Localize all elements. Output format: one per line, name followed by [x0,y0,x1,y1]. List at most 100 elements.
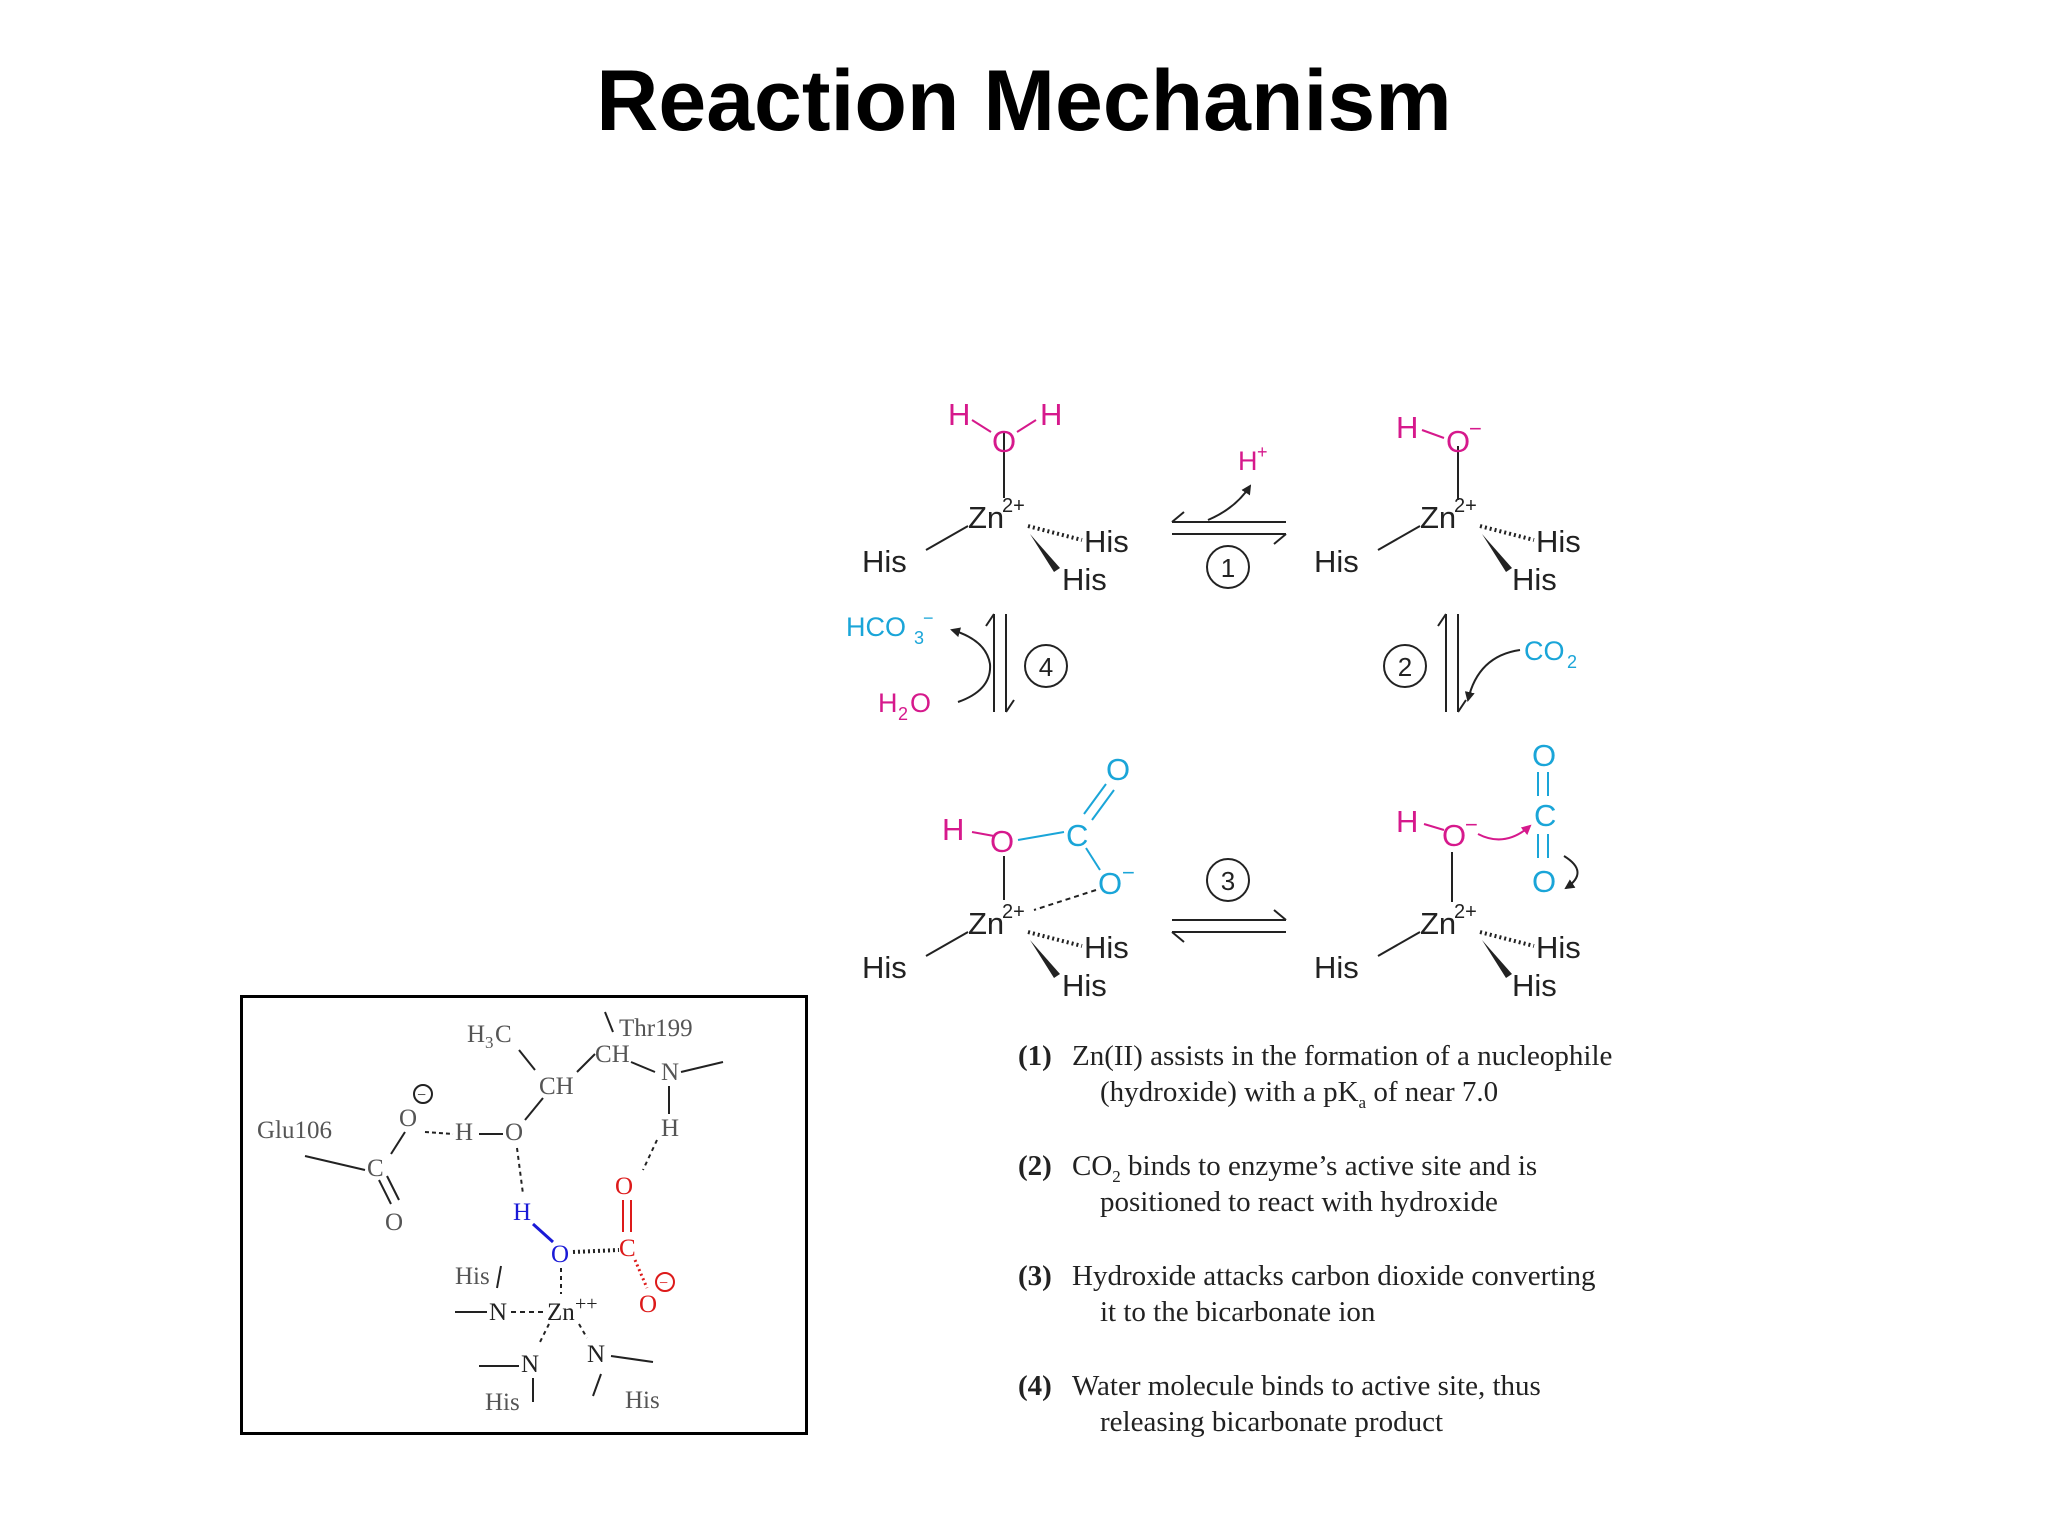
zinc-charge: 2+ [1454,495,1477,517]
bicarb-o-anion: O [1098,866,1122,901]
note-number: (3) [1018,1260,1052,1292]
step-notes: (1) Zn(II) assists in the formation of a… [1018,1040,1778,1480]
his-ligand-left: His [862,544,907,579]
zinc-label: Zn [547,1299,575,1326]
thr-oh-h: H [455,1119,473,1146]
his-label-c: His [625,1387,660,1414]
his-ligand-bottom: His [1062,968,1107,1003]
zinc-charge: 2+ [1002,901,1025,923]
step-4-equilibrium: HCO 3 − H 2 O 4 [846,608,1068,724]
note-line-2: positioned to react with hydroxide [1100,1186,1498,1218]
co2-c: C [619,1235,636,1262]
his-n-a: N [489,1299,507,1326]
glu-c: C [367,1155,384,1182]
bicarb-h: H [942,812,964,847]
his-n-b: N [521,1351,539,1378]
his-ligand-left: His [1314,950,1359,985]
glu-o-anion: O [399,1105,417,1132]
his-ligand-left: His [1314,544,1359,579]
co2-charge: − [659,1275,668,1292]
step-3-number: 3 [1221,866,1235,896]
co2-o-bottom: O [1532,864,1556,899]
his-ligand-right: His [1536,930,1581,965]
bicarbonate-subscript: 3 [914,628,924,648]
his-ligand-right: His [1084,524,1129,559]
bicarb-c: C [1066,818,1088,853]
water-o-label: O [910,688,931,718]
hydroxide-o: O [1446,424,1470,459]
co2-c: C [1534,798,1556,833]
glu-charge: − [417,1087,426,1104]
active-site-inset: Thr199 CH N H H 3 C CH O H Glu106 O − [240,995,808,1435]
bicarb-o-hydroxyl: O [990,824,1014,859]
methyl-sub: 3 [485,1033,494,1052]
zinc-label: Zn [968,906,1004,941]
zinc-label: Zn [1420,906,1456,941]
thr-nh-h: H [661,1115,679,1142]
his-label-b: His [485,1389,520,1416]
note-number: (4) [1018,1370,1052,1402]
methyl-h: H [467,1021,485,1048]
co2-o-bottom: O [639,1291,657,1318]
hydroxide-h: H [1396,410,1418,445]
proton-label: H [1238,446,1258,476]
zinc-label: Zn [968,500,1004,535]
his-ligand-left: His [862,950,907,985]
thr199-label: Thr199 [619,1015,693,1042]
bicarbonate-charge: − [923,608,934,628]
water-o: O [992,424,1016,459]
thr-ch-beta: CH [539,1073,574,1100]
note-line-1: CO2 binds to enzyme’s active site and is [1072,1150,1538,1186]
note-line-2: it to the bicarbonate ion [1100,1296,1376,1328]
thr-ch-alpha: CH [595,1041,630,1068]
co2-o-top: O [615,1173,633,1200]
note-line-1: Water molecule binds to active site, thu… [1072,1370,1541,1402]
co2-label: CO [1524,636,1565,666]
zinc-bicarbonate-complex: H O C O O − Zn 2+ His His His [862,752,1135,1003]
note-line-2: (hydroxide) with a pKa of near 7.0 [1100,1076,1499,1112]
zinc-charge: ++ [575,1293,598,1315]
zinc-label: Zn [1420,500,1456,535]
his-ligand-bottom: His [1512,968,1557,1003]
hydroxide-o: O [1442,818,1466,853]
zinc-water-complex: H H O Zn 2+ His His His [862,397,1129,597]
note-step-1: (1) Zn(II) assists in the formation of a… [1018,1040,1778,1150]
water-h-right: H [1040,397,1062,432]
note-step-4: (4) Water molecule binds to active site,… [1018,1370,1778,1480]
hydroxide-h: H [1396,804,1418,839]
step-2-number: 2 [1398,652,1412,682]
co2-subscript: 2 [1567,652,1577,672]
hydroxide-o: O [551,1241,569,1268]
hydroxide-h: H [513,1199,531,1226]
note-line-1: Hydroxide attacks carbon dioxide convert… [1072,1260,1596,1292]
step-2-equilibrium: CO 2 2 [1383,613,1577,713]
bicarb-o-carbonyl: O [1106,752,1130,787]
step-1-number: 1 [1221,553,1235,583]
his-label-a: His [455,1263,490,1290]
active-site-diagram: Thr199 CH N H H 3 C CH O H Glu106 O − [257,1011,724,1416]
zinc-hydroxide-complex: H O − Zn 2+ His His His [1314,410,1581,597]
his-ligand-right: His [1084,930,1129,965]
water-subscript: 2 [898,704,908,724]
glu-o-carbonyl: O [385,1209,403,1236]
glu106-label: Glu106 [257,1117,332,1144]
proton-charge: + [1257,442,1268,462]
note-number: (1) [1018,1040,1052,1072]
note-step-2: (2) CO2 binds to enzyme’s active site an… [1018,1150,1778,1260]
hydroxide-charge: − [1465,812,1478,837]
his-ligand-right: His [1536,524,1581,559]
his-n-c: N [587,1341,605,1368]
bicarb-charge: − [1122,860,1135,885]
note-line-1: Zn(II) assists in the formation of a nuc… [1072,1040,1613,1072]
water-label: H [878,688,898,718]
step-4-number: 4 [1039,652,1053,682]
zinc-charge: 2+ [1002,495,1025,517]
note-number: (2) [1018,1150,1052,1182]
methyl-c: C [495,1021,512,1048]
note-line-2: releasing bicarbonate product [1100,1406,1444,1438]
note-step-3: (3) Hydroxide attacks carbon dioxide con… [1018,1260,1778,1370]
thr-n: N [661,1059,679,1086]
thr-o: O [505,1119,523,1146]
co2-o-top: O [1532,738,1556,773]
